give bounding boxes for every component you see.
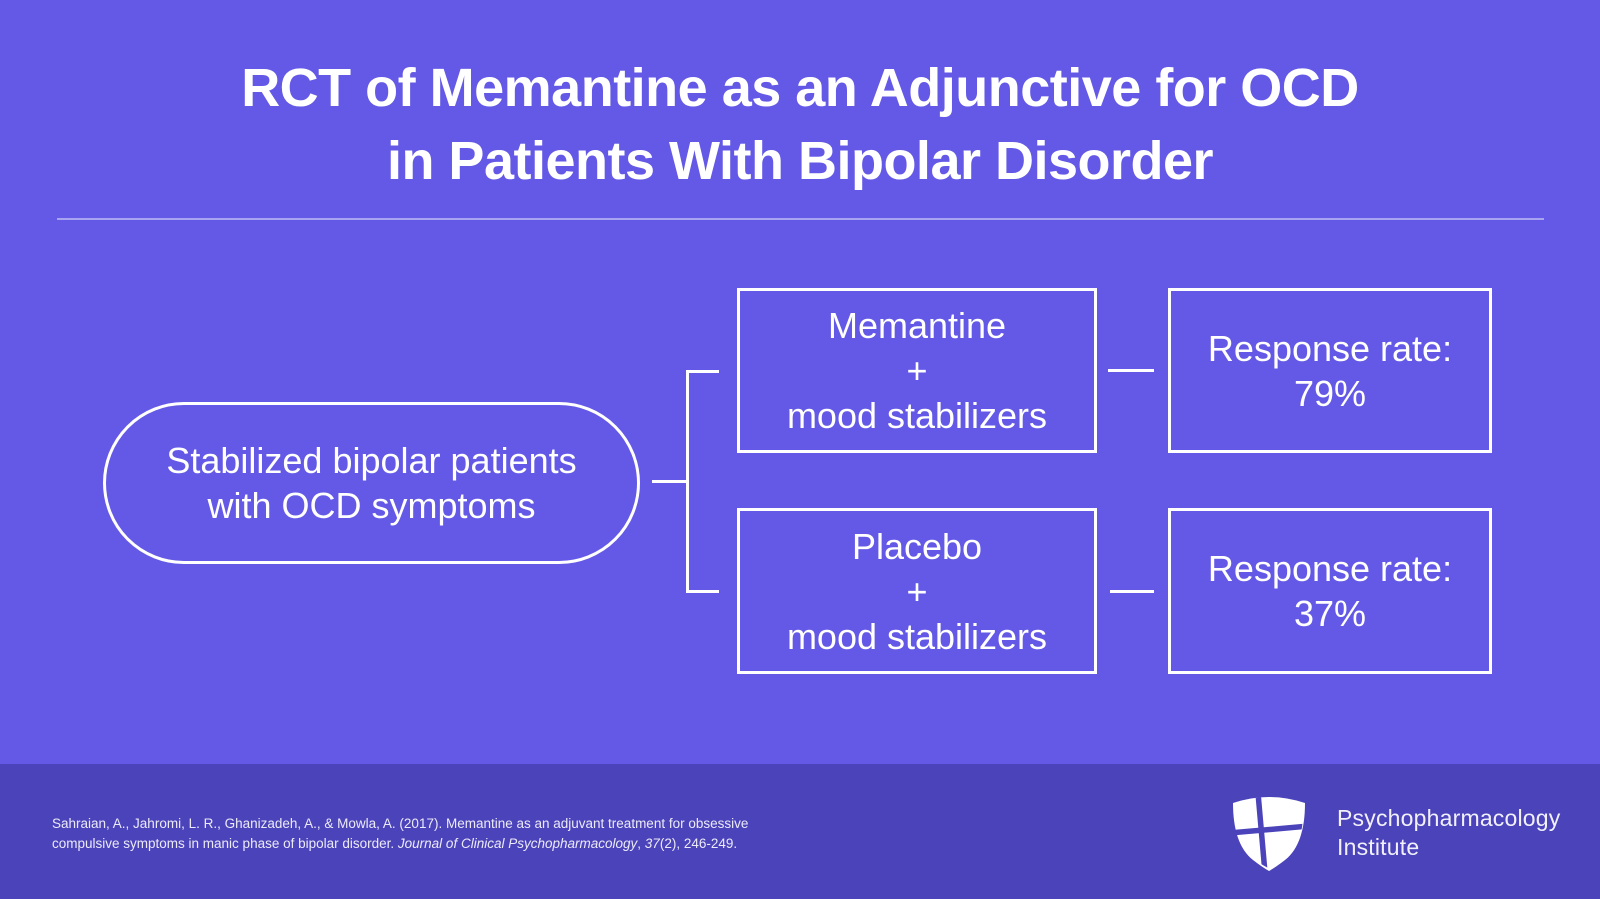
page-title: RCT of Memantine as an Adjunctive for OC… [0, 52, 1600, 198]
memantine-arm-node: Memantine + mood stabilizers [737, 288, 1097, 453]
logo-text: Psychopharmacology Institute [1337, 804, 1561, 862]
memantine-arm-line2: + [906, 350, 928, 391]
memantine-arm-line1: Memantine [827, 305, 1007, 346]
placebo-arm-line1: Placebo [851, 525, 983, 567]
response-rate-bottom-value: 37% [1293, 593, 1367, 634]
placebo-arm-node: Placebo + mood stabilizers [737, 508, 1097, 674]
cohort-label-line1: Stabilized bipolar patients [166, 440, 577, 481]
shield-cross-icon [1230, 793, 1308, 871]
citation-line2: compulsive symptoms in manic phase of bi… [52, 836, 738, 851]
response-rate-top-value: 79% [1293, 372, 1367, 414]
page-title-line2: in Patients With Bipolar Disorder [386, 131, 1214, 191]
connector-bracket-to-placebo [686, 590, 719, 593]
title-divider [57, 218, 1544, 220]
response-rate-top-node: Response rate: 79% [1168, 288, 1492, 453]
cohort-label-line2: with OCD symptoms [207, 485, 536, 526]
response-rate-bottom-node: Response rate: 37% [1168, 508, 1492, 674]
response-rate-top-label: Response rate: [1207, 327, 1453, 369]
connector-placebo-to-response [1110, 590, 1154, 593]
connector-memantine-to-response [1108, 369, 1154, 372]
placebo-arm-line2: + [906, 570, 928, 612]
page-title-line1: RCT of Memantine as an Adjunctive for OC… [241, 58, 1359, 118]
cohort-node: Stabilized bipolar patients with OCD sym… [103, 402, 640, 564]
connector-bracket-vertical [686, 370, 689, 593]
footer-bar: Sahraian, A., Jahromi, L. R., Ghanizadeh… [0, 764, 1600, 899]
placebo-arm-line3: mood stabilizers [786, 615, 1048, 657]
connector-cohort-to-bracket [652, 480, 687, 483]
logo-text-line1: Psychopharmacology [1337, 805, 1561, 831]
response-rate-bottom-label: Response rate: [1207, 548, 1453, 589]
citation: Sahraian, A., Jahromi, L. R., Ghanizadeh… [52, 814, 872, 854]
logo-text-line2: Institute [1337, 834, 1420, 860]
connector-bracket-to-memantine [686, 370, 719, 373]
memantine-arm-line3: mood stabilizers [786, 395, 1048, 436]
psychopharmacology-institute-logo: Psychopharmacology Institute [1230, 791, 1561, 871]
citation-volume: 37 [644, 836, 660, 851]
citation-journal: Journal of Clinical Psychopharmacology [397, 836, 638, 851]
citation-line1: Sahraian, A., Jahromi, L. R., Ghanizadeh… [52, 816, 749, 831]
